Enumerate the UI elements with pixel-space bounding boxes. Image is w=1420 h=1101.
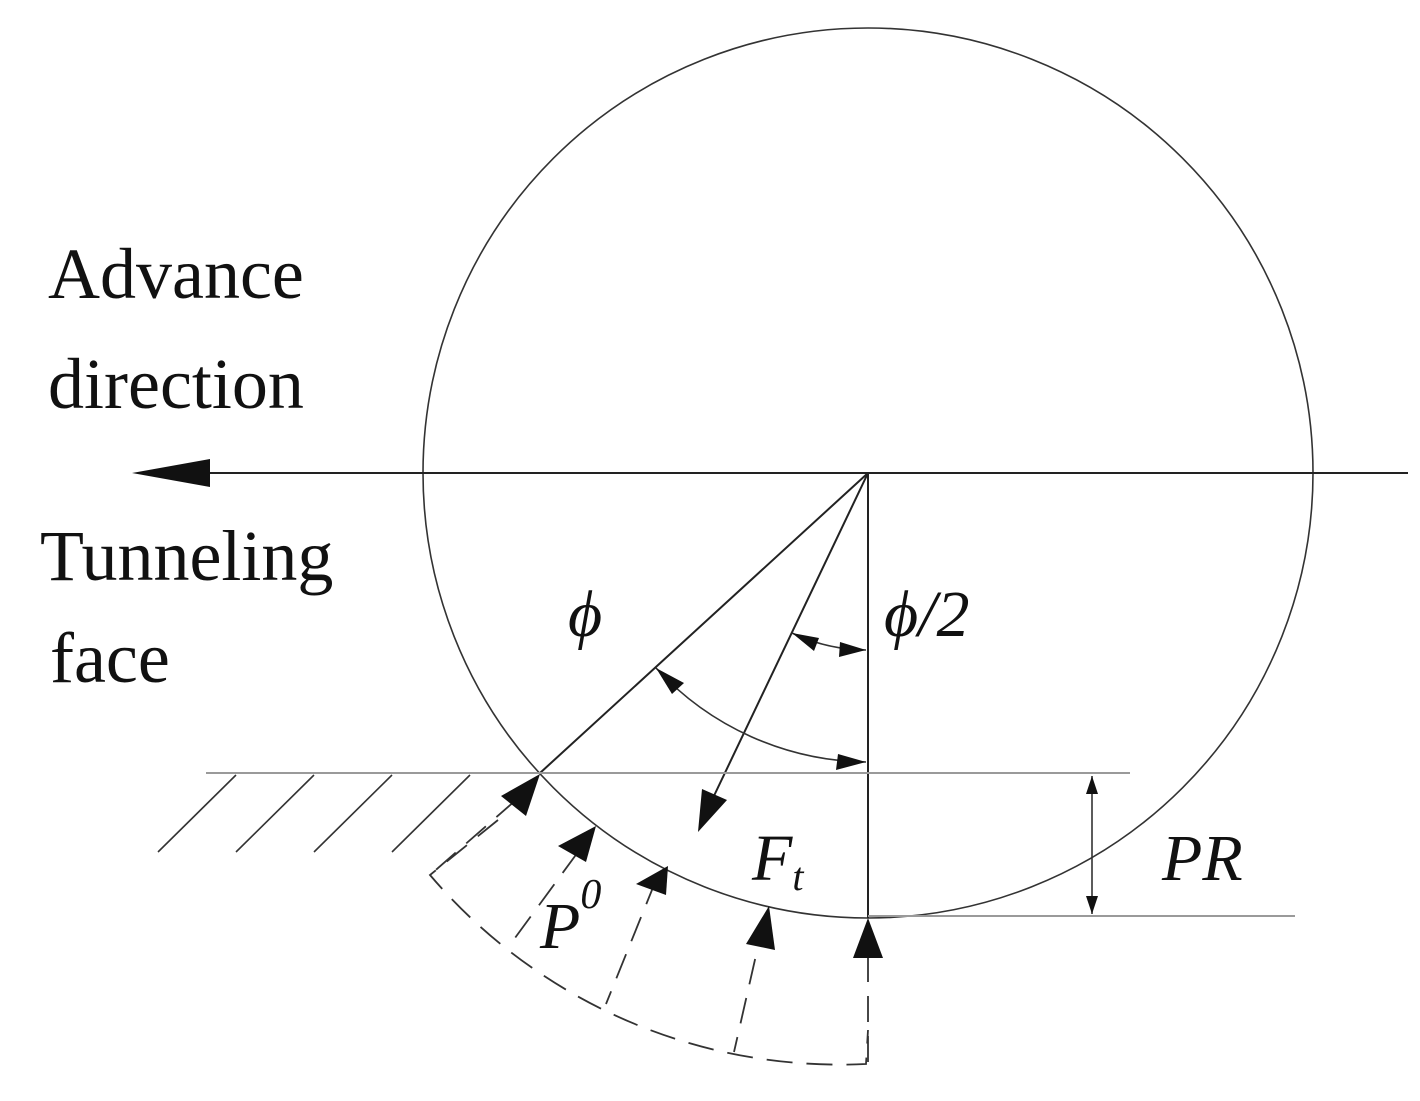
pressure-arrow-head-1: [501, 774, 540, 816]
penetration-dimension-arrow-top: [1086, 776, 1098, 794]
penetration-dimension-arrow-bottom: [1086, 896, 1098, 914]
penetration-rate-label: PR: [1161, 822, 1243, 895]
angle-phi-label: ϕ: [568, 578, 602, 651]
pressure-label: P0: [539, 872, 601, 963]
resultant-force-label: Ft: [751, 822, 804, 899]
resultant-force-arrow-head: [698, 789, 727, 832]
phi-half-arc-arrow-start: [792, 633, 819, 651]
pressure-arrow-head-4: [746, 906, 775, 950]
angle-phi-half-label: ϕ/2: [884, 578, 970, 651]
phi-arc-arrow-end: [836, 754, 866, 770]
advance-direction-label-line2: direction: [48, 344, 304, 424]
tunneling-face-label-line1: Tunneling: [40, 516, 333, 596]
rock-hatching: [157, 774, 471, 853]
pressure-superscript: 0: [580, 872, 601, 918]
phi-half-arc-arrow-end: [839, 642, 866, 657]
pressure-arrow-head-2: [558, 826, 596, 862]
pressure-arrow-head-3: [636, 866, 668, 895]
advance-arrow-head: [132, 459, 210, 487]
pressure-arrow-shafts: [429, 799, 869, 1064]
advance-direction-label-line1: Advance: [48, 234, 304, 314]
phi-arc-arrow-start: [656, 668, 684, 694]
resultant-force-subscript: t: [792, 854, 804, 899]
contact-edge-radius: [539, 472, 869, 774]
resultant-force-line: [711, 472, 869, 801]
pressure-arrow-head-5: [853, 918, 883, 958]
pressure-envelope: [428, 819, 869, 1066]
resultant-force-symbol: F: [751, 822, 793, 895]
angle-arc-phi: [655, 667, 867, 763]
tunneling-face-label-line2: face: [50, 618, 170, 698]
pressure-symbol: P: [539, 890, 580, 963]
